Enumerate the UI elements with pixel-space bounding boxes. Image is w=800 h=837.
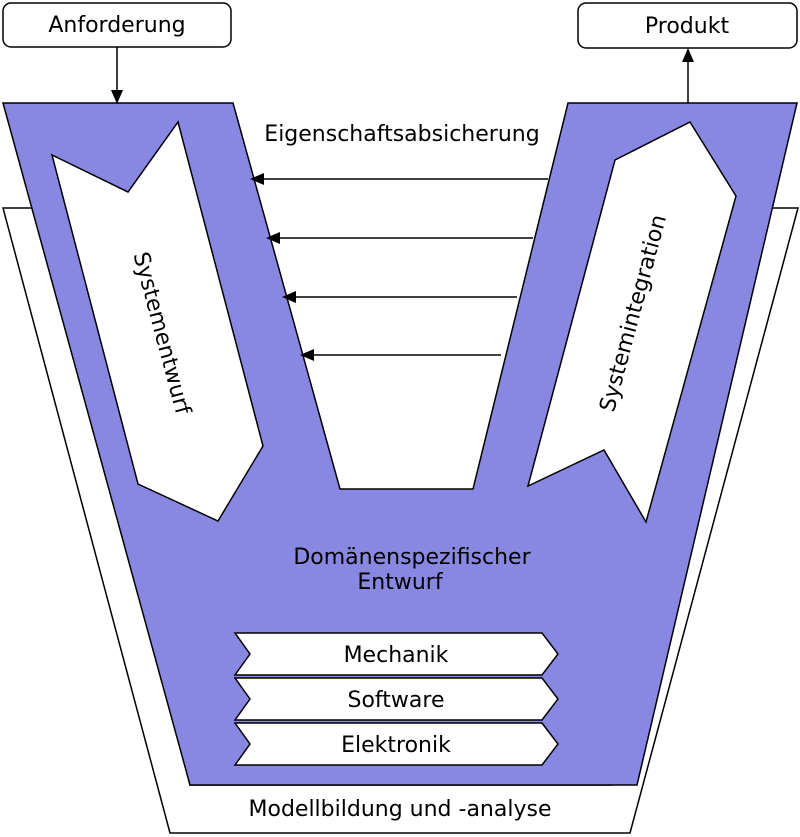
input-label: Anforderung [48,13,185,38]
systemintegration-arrow [526,121,737,524]
domain-label-mechanik: Mechanik [344,643,449,668]
domain-design-label-line1: Domänenspezifischer [293,545,531,570]
modeling-analysis-label: Modellbildung und -analyse [249,797,552,822]
domain-label-software: Software [348,688,445,713]
domain-chevron-software [233,677,559,721]
domain-design-label-line2: Entwurf [357,570,443,595]
domain-chevron-elektronik [233,722,559,766]
domain-chevrons: Mechanik Software Elektronik [233,632,559,766]
eigenschaftsabsicherung-label: Eigenschaftsabsicherung [264,122,539,147]
systementwurf-arrow [50,120,264,522]
domain-chevron-mechanik [233,632,559,676]
output-label: Produkt [645,14,730,39]
domain-label-elektronik: Elektronik [341,733,451,758]
